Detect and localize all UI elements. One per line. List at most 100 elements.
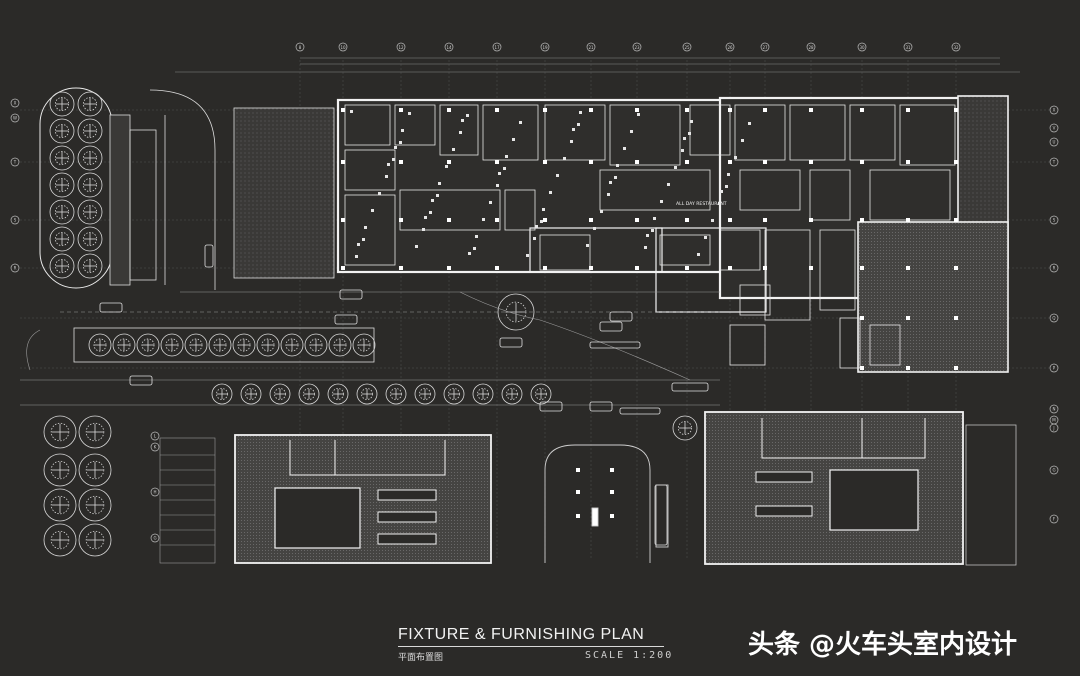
furniture-symbol <box>364 226 367 229</box>
furniture-symbol <box>431 199 434 202</box>
svg-text:L: L <box>154 434 157 439</box>
tree-symbol <box>256 333 280 357</box>
road-lines <box>20 291 720 406</box>
top-dimension-lines <box>175 57 1020 73</box>
furniture-symbol <box>540 220 543 223</box>
column-marker <box>906 366 910 370</box>
furniture-symbol <box>586 244 589 247</box>
vehicle <box>334 314 358 325</box>
column-marker <box>809 218 813 222</box>
tree-symbol <box>49 91 75 117</box>
svg-text:F: F <box>1053 517 1056 522</box>
main-building-outline <box>336 95 1009 373</box>
furniture-symbol <box>720 190 723 193</box>
svg-text:17: 17 <box>494 45 500 50</box>
column-bubble: 14 <box>444 42 454 52</box>
column-marker <box>635 108 639 112</box>
furniture-symbol <box>697 253 700 256</box>
furniture-symbol <box>519 121 522 124</box>
furniture-symbol <box>725 185 728 188</box>
row-bubble: U <box>1049 137 1059 147</box>
tree-symbol <box>49 199 75 225</box>
furniture-symbol <box>623 147 626 150</box>
vehicle <box>599 321 623 332</box>
tree-symbol <box>232 333 256 357</box>
structural-columns <box>341 108 958 518</box>
row-bubble: F <box>1049 514 1059 524</box>
column-marker <box>589 160 593 164</box>
tree-symbol <box>49 145 75 171</box>
furniture-symbol <box>385 175 388 178</box>
column-marker <box>763 108 767 112</box>
column-bubble: 17 <box>492 42 502 52</box>
column-bubble: 25 <box>682 42 692 52</box>
furniture-symbol <box>644 246 647 249</box>
tree-symbol <box>77 253 103 279</box>
furniture-symbol <box>468 252 471 255</box>
row-bubble: T <box>1049 157 1059 167</box>
room-cell <box>739 169 801 211</box>
furniture-symbol <box>651 229 654 232</box>
svg-text:T: T <box>13 160 17 165</box>
room-cell <box>504 189 536 231</box>
column-marker <box>685 108 689 112</box>
furniture-symbol <box>436 194 439 197</box>
column-marker <box>954 366 958 370</box>
furniture-symbol <box>741 139 744 142</box>
room-cell <box>689 104 731 156</box>
vehicle <box>539 401 563 412</box>
column-marker <box>809 266 813 270</box>
room-cell <box>734 104 786 161</box>
furniture-symbol <box>378 192 381 195</box>
tree-symbol <box>43 488 77 522</box>
furniture-symbol <box>646 234 649 237</box>
furniture-symbol <box>577 123 580 126</box>
svg-text:27: 27 <box>762 45 768 50</box>
furniture-symbol <box>579 111 582 114</box>
furniture-symbol <box>429 211 432 214</box>
column-marker <box>728 218 732 222</box>
furniture-symbol <box>542 208 545 211</box>
row-bubble: H <box>150 487 160 497</box>
svg-text:P: P <box>1053 366 1056 371</box>
furniture-symbol <box>535 225 538 228</box>
drawing-scale: SCALE 1:200 <box>585 650 674 661</box>
tree-symbol <box>501 383 523 405</box>
svg-text:19: 19 <box>542 45 548 50</box>
tree-row-middle <box>73 327 376 363</box>
column-marker <box>763 218 767 222</box>
furniture-symbol <box>681 149 684 152</box>
tree-symbol <box>211 383 233 405</box>
room-cell <box>599 169 711 211</box>
column-marker <box>954 218 958 222</box>
tower-lower-left <box>234 434 492 564</box>
room-cell <box>344 149 396 191</box>
column-marker <box>685 160 689 164</box>
column-marker <box>610 514 614 518</box>
furniture-symbol <box>607 193 610 196</box>
furniture-symbol <box>399 141 402 144</box>
row-bubble: P <box>1049 363 1059 373</box>
column-marker <box>906 108 910 112</box>
column-marker <box>399 218 403 222</box>
svg-text:K: K <box>154 445 157 450</box>
tree-symbol <box>298 383 320 405</box>
room-cell <box>899 104 956 166</box>
tree-symbol <box>77 199 103 225</box>
svg-text:10: 10 <box>340 45 346 50</box>
tree-symbol <box>112 333 136 357</box>
column-bubble: 21 <box>586 42 596 52</box>
furniture-symbol <box>614 176 617 179</box>
room-cell <box>839 317 861 369</box>
vehicle <box>499 337 523 348</box>
furniture-symbol <box>350 110 353 113</box>
column-bubble: 12 <box>396 42 406 52</box>
svg-text:H: H <box>153 490 156 495</box>
tree-cluster-lower-left <box>43 415 112 557</box>
column-marker <box>954 316 958 320</box>
room-cell <box>729 324 766 366</box>
furniture-symbol <box>357 243 360 246</box>
row-bubble: G <box>1049 465 1059 475</box>
